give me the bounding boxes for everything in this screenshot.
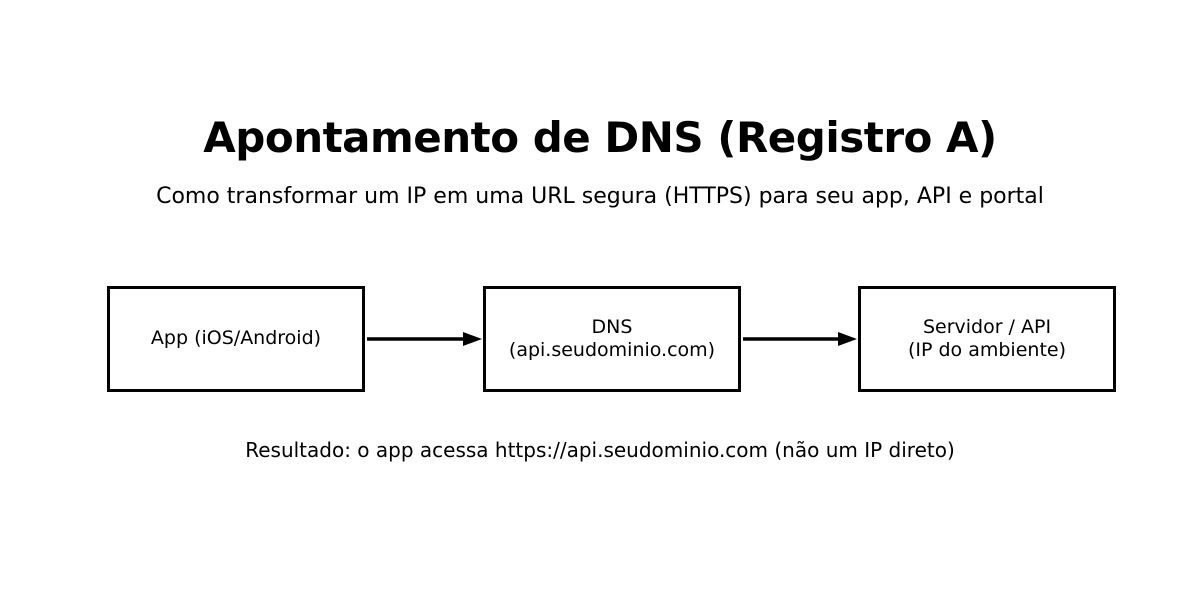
arrow-dns-to-server-icon (743, 332, 857, 346)
arrow-app-to-dns-icon (367, 332, 482, 346)
node-dns: DNS (api.seudominio.com) (483, 286, 741, 392)
node-server: Servidor / API (IP do ambiente) (858, 286, 1116, 392)
page-title: Apontamento de DNS (Registro A) (203, 113, 997, 162)
node-app-label: App (iOS/Android) (150, 327, 322, 350)
node-server-label: Servidor / API (922, 315, 1052, 338)
node-dns-sublabel: (api.seudominio.com) (508, 339, 716, 361)
node-app: App (iOS/Android) (107, 286, 365, 392)
node-dns-label: DNS (591, 315, 633, 338)
page-subtitle: Como transformar um IP em uma URL segura… (156, 184, 1044, 209)
node-server-sublabel: (IP do ambiente) (907, 339, 1066, 361)
result-text: Resultado: o app acessa https://api.seud… (245, 438, 955, 462)
